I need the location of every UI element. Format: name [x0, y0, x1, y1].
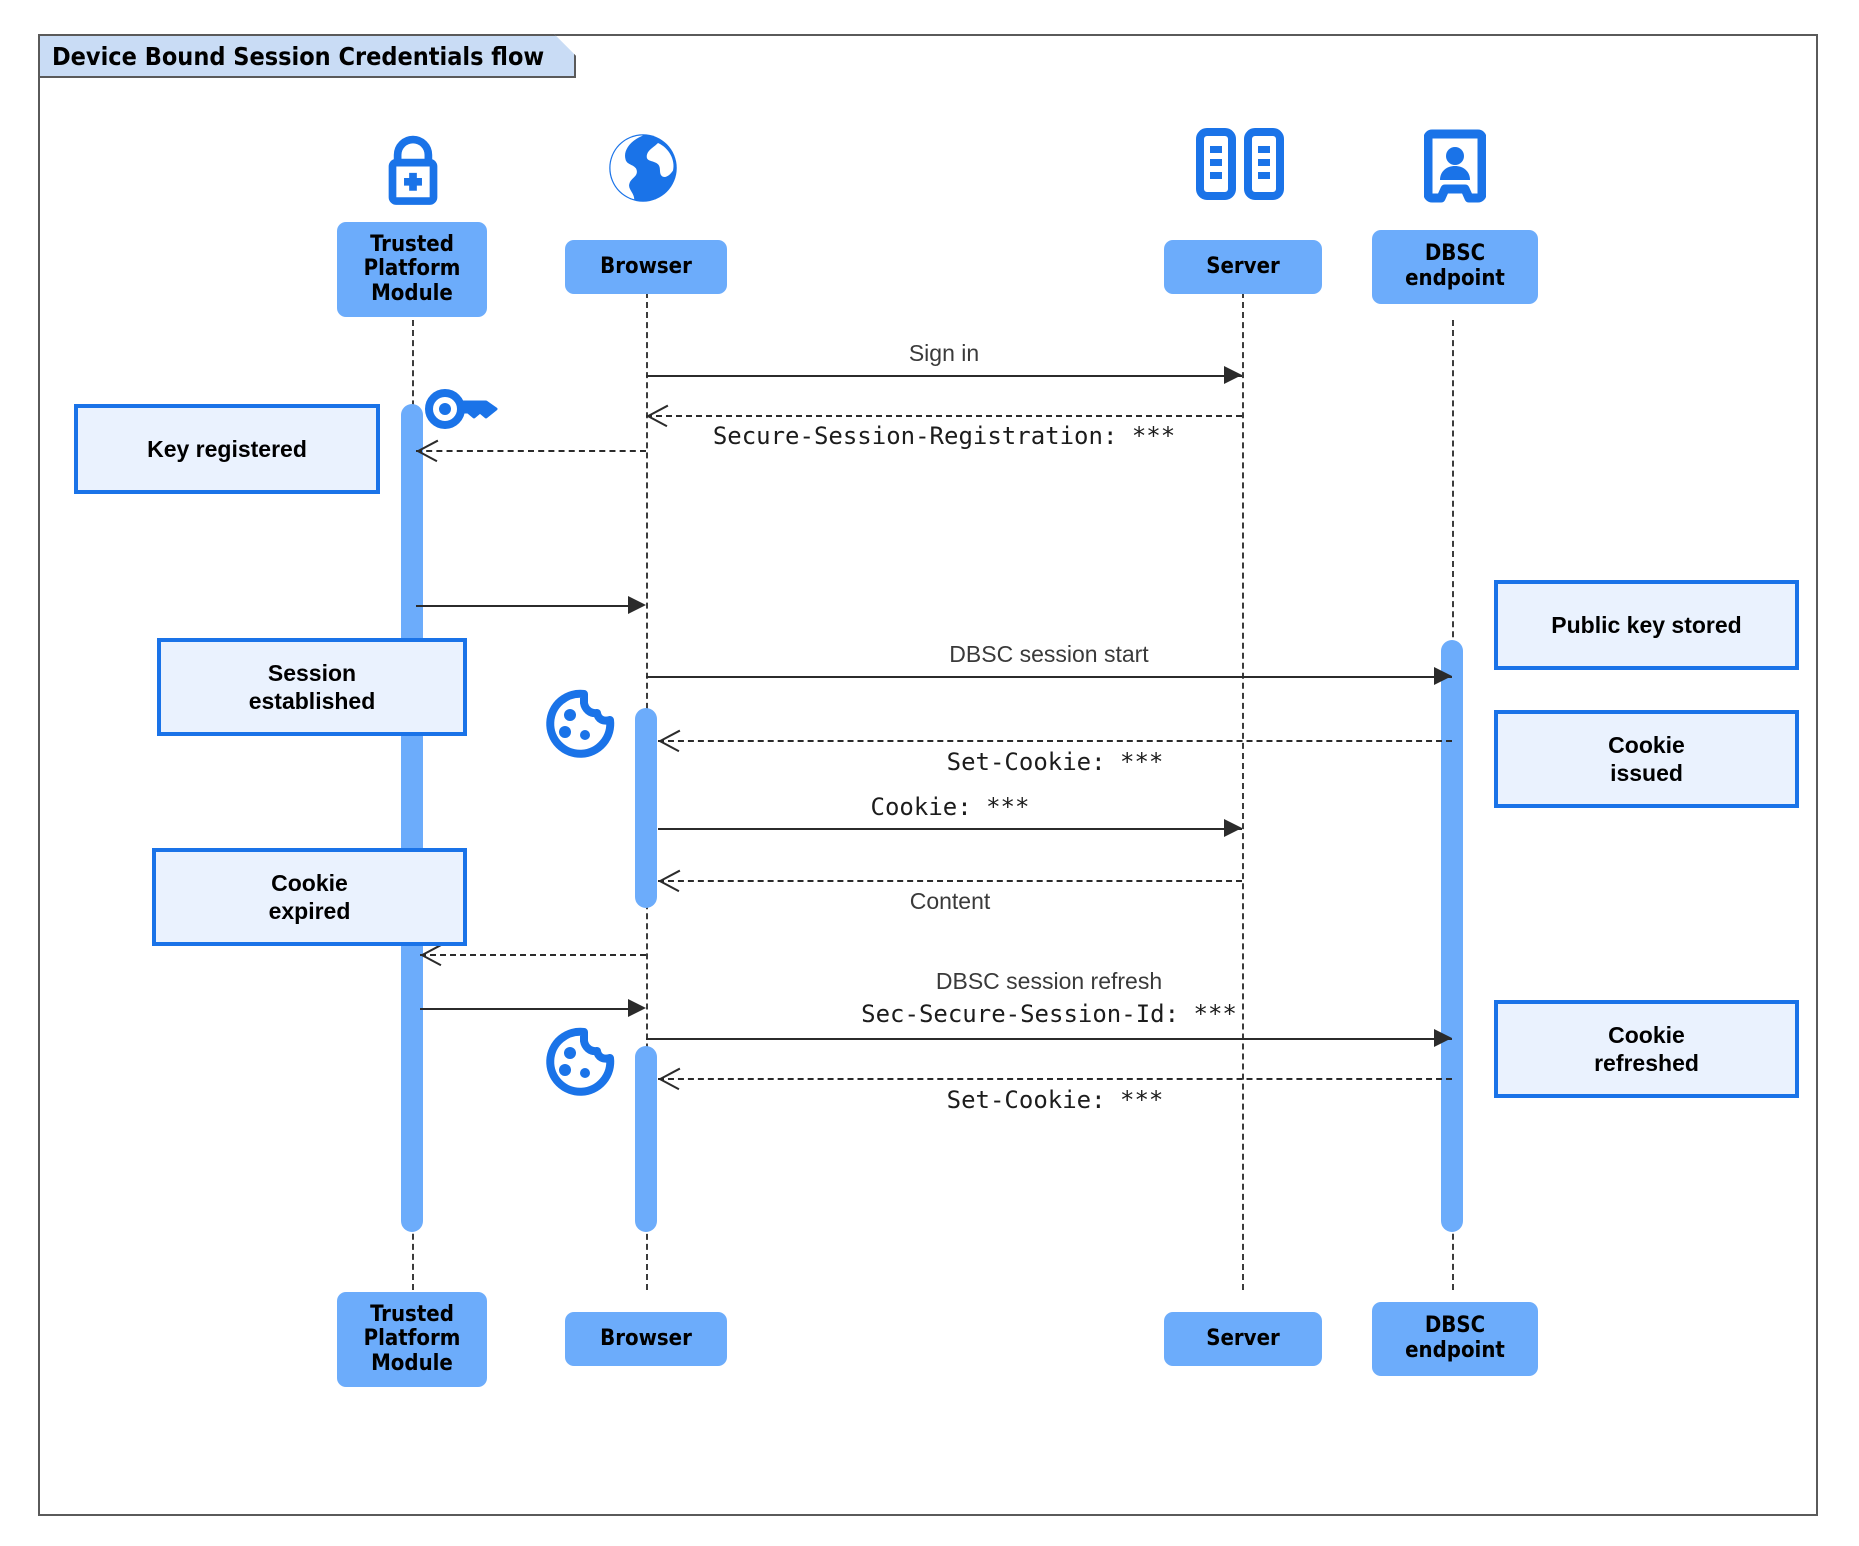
- arrowhead-m3: [418, 440, 438, 460]
- message-line-m8: [658, 880, 1242, 882]
- message-line-m9: [420, 954, 646, 956]
- message-line-m4: [416, 605, 628, 607]
- activation-bar-browser-2: [635, 1046, 657, 1232]
- participant-browser-bottom[interactable]: Browser: [565, 1312, 727, 1366]
- arrowhead-m9: [422, 944, 442, 964]
- participant-label: Server: [1206, 1325, 1280, 1351]
- message-label-m7: Cookie: ***: [870, 793, 1030, 821]
- participant-server-bottom[interactable]: Server: [1164, 1312, 1322, 1366]
- arrowhead-m8: [660, 870, 680, 890]
- message-label-m12: Set-Cookie: ***: [946, 1086, 1164, 1114]
- message-label-m8: Content: [909, 888, 991, 914]
- activation-bar-dbsc: [1441, 640, 1463, 1232]
- participant-server-top[interactable]: Server: [1164, 240, 1322, 294]
- page-title: Device Bound Session Credentials flow: [52, 41, 545, 71]
- activation-bar-tpm: [401, 404, 423, 1232]
- message-line-m6: [658, 740, 1452, 742]
- message-label-m1: Sign in: [908, 340, 980, 366]
- note-text: Key registered: [147, 435, 307, 462]
- participant-label: Browser: [600, 1325, 692, 1351]
- arrowhead-m10: [628, 999, 646, 1017]
- activation-bar-browser-1: [635, 708, 657, 908]
- key-icon: [424, 383, 504, 440]
- message-label-m2: Secure-Session-Registration: ***: [712, 422, 1176, 450]
- arrowhead-m5: [1434, 667, 1452, 685]
- diagram-frame: [38, 34, 1818, 1516]
- message-line-m3: [416, 450, 646, 452]
- server-rack-icon: [1196, 128, 1284, 205]
- message-line-m10: [420, 1008, 628, 1010]
- message-label-m11-line2: Sec-Secure-Session-Id: ***: [861, 1000, 1237, 1028]
- diagram-title-tab: Device Bound Session Credentials flow: [38, 34, 576, 78]
- message-label-m5: DBSC session start: [949, 641, 1149, 667]
- cookie-icon: [544, 688, 616, 765]
- participant-label: Browser: [600, 253, 692, 279]
- message-line-m5: [646, 676, 1452, 678]
- message-line-m1: [646, 375, 1242, 377]
- arrowhead-m6: [660, 730, 680, 750]
- lock-plus-icon: [372, 128, 454, 215]
- message-label-m6: Set-Cookie: ***: [946, 748, 1164, 776]
- message-line-m12: [658, 1078, 1452, 1080]
- message-label-m11-line1: DBSC session refresh: [935, 968, 1163, 994]
- arrowhead-m4: [628, 596, 646, 614]
- participant-browser-top[interactable]: Browser: [565, 240, 727, 294]
- lifeline-server: [1242, 282, 1244, 1290]
- note-key-registered: Key registered: [74, 404, 380, 494]
- note-text: Public key stored: [1551, 611, 1742, 638]
- arrowhead-m1: [1224, 366, 1242, 384]
- message-line-m11: [646, 1038, 1452, 1040]
- arrowhead-m7: [1224, 819, 1242, 837]
- message-line-m7: [658, 828, 1242, 830]
- participant-label: Server: [1206, 253, 1280, 279]
- id-badge-icon: [1423, 128, 1487, 209]
- arrowhead-m12: [660, 1068, 680, 1088]
- cookie-icon: [544, 1026, 616, 1103]
- message-line-m2: [646, 415, 1242, 417]
- globe-icon: [603, 128, 683, 213]
- arrowhead-m11: [1434, 1029, 1452, 1047]
- note-public-key-stored: Public key stored: [1494, 580, 1799, 670]
